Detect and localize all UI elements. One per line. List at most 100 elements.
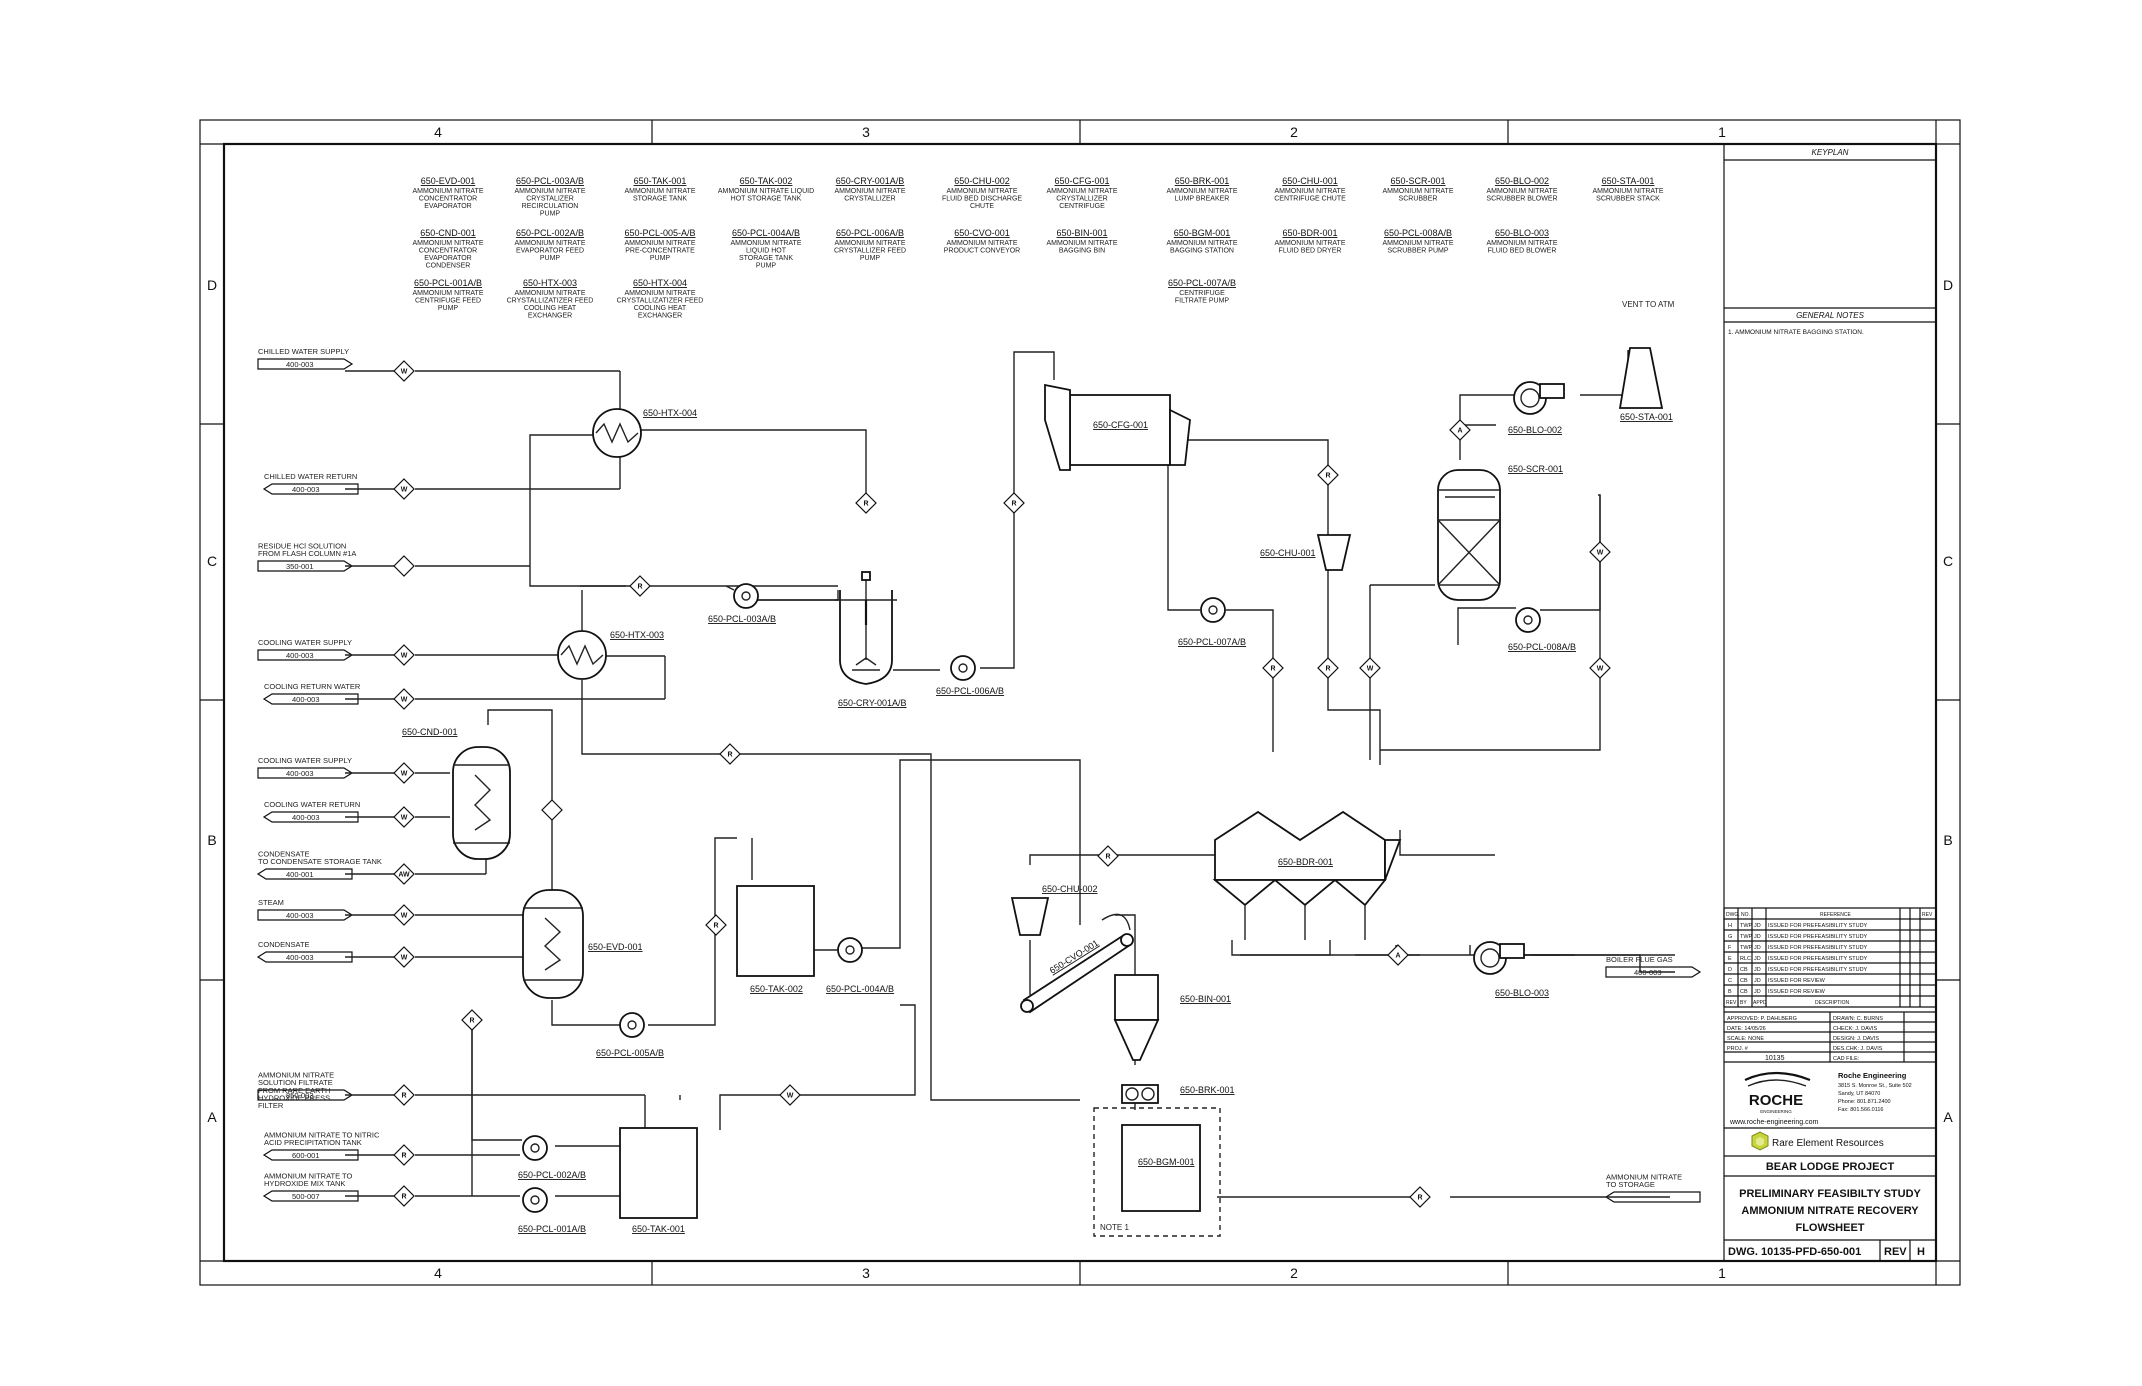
equipment-list-tag: 650-BLO-003 [1495,228,1549,238]
stream-label: FROM RARE EARTH [258,1086,330,1095]
equipment-list-desc: PUMP [860,255,881,262]
diamond-letter: R [401,1153,406,1160]
equipment-list-desc: CRYSTALLIZER [1056,196,1107,203]
zone-col-2-top: 2 [1290,124,1298,140]
rev-description: ISSUED FOR PREFEASIBILITY STUDY [1768,934,1868,940]
rev-appd: JD [1754,934,1761,940]
zone-row-A-right: A [1943,1109,1953,1125]
pumps [522,583,1541,1213]
zone-labels: 4 3 2 1 4 3 2 1 D C B A D C B A [207,124,1953,1281]
stream-label: COOLING WATER RETURN [264,800,360,809]
pump-pcl-001 [522,1187,548,1213]
diamond-letter: R [1270,666,1275,673]
tag-pcl-005: 650-PCL-005A/B [596,1048,664,1058]
equipment-list-tag: 650-CVO-001 [954,228,1010,238]
equipment-list-tag: 650-CHU-002 [954,176,1010,186]
equipment-list-tag: 650-CND-001 [420,228,476,238]
address-line-3: Phone: 801.871.2400 [1838,1099,1891,1105]
diamond-letter: A [1395,953,1400,960]
des-chk-field: DES.CHK: J. DAVIS [1833,1046,1883,1052]
chute-chu-002 [1010,897,1050,936]
equipment-list-tag: 650-BRK-001 [1175,176,1230,186]
rev-appd: JD [1754,978,1761,984]
stream-flag-box [257,1089,354,1101]
tag-bin-001: 650-BIN-001 [1180,994,1231,1004]
rev-header-ref: REFERENCE [1820,912,1852,918]
equipment-list-desc: AMMONIUM NITRATE [1486,240,1557,247]
rev-appd: JD [1754,989,1761,995]
rev-description: ISSUED FOR PREFEASIBILITY STUDY [1768,967,1868,973]
diamond-letter: R [713,923,718,930]
equipment-list-desc: AMMONIUM NITRATE [624,188,695,195]
tag-sta-001: 650-STA-001 [1620,412,1673,422]
equipment-list-tag: 650-PCL-004A/B [732,228,800,238]
equipment-list-tag: 650-PCL-006A/B [836,228,904,238]
tag-scr-001: 650-SCR-001 [1508,464,1563,474]
stream-diamond: R [1317,464,1339,486]
equipment-list-tag: 650-BGM-001 [1174,228,1231,238]
stream-diamond: W [393,806,415,828]
zone-row-A-left: A [207,1109,217,1125]
equipment-list-desc: AMMONIUM NITRATE [1046,188,1117,195]
chute-chu-001 [1316,534,1352,571]
diamond-letter: R [401,1093,406,1100]
equipment-list-tag: 650-CFG-001 [1054,176,1109,186]
stream-diamond: W [1359,657,1381,679]
stream-ref: 400-003 [286,651,314,660]
equipment-list-desc: CRYSTALIZER [526,196,574,203]
equipment-list-desc: AMMONIUM NITRATE [1382,240,1453,247]
stream-ref: 850-003 [286,1091,314,1100]
tag-pcl-006: 650-PCL-006A/B [936,686,1004,696]
equipment-list-desc: EVAPORATOR [424,203,471,210]
stream-diamond: W [393,762,415,784]
equipment-list-tag: 650-CHU-001 [1282,176,1338,186]
pump-pcl-008 [1515,607,1541,633]
stream-ref: 400-003 [286,911,314,920]
date-field: DATE: 14/05/26 [1727,1026,1766,1032]
drawing-number: DWG. 10135-PFD-650-001 [1728,1246,1861,1258]
equipment-list-desc: AMMONIUM NITRATE [834,240,905,247]
company-name: Roche Engineering [1838,1071,1907,1080]
equipment-list-desc: FLUID BED DISCHARGE [942,196,1022,203]
equipment-list-desc: CENTRIFUGE [1059,203,1105,210]
tag-blo-003: 650-BLO-003 [1495,988,1549,998]
equipment-list-desc: PRODUCT CONVEYOR [944,248,1021,255]
stream-diamond: W [1589,541,1611,563]
centrifuge-cfg-001 [1044,383,1191,471]
diamond-letter: W [401,487,408,494]
diamond-letter: R [637,584,642,591]
zone-col-1-top: 1 [1718,124,1726,140]
zone-row-D-left: D [207,277,217,293]
rev-letter: F [1728,945,1732,951]
diamond-letter: R [1325,666,1330,673]
equipment-list-desc: FLUID BED DRYER [1279,248,1342,255]
rev-letter: B [1728,989,1732,995]
tag-tak-002: 650-TAK-002 [750,984,803,994]
equipment-list-desc: CENTRIFUGE [1179,290,1225,297]
equipment-list-desc: PUMP [756,263,777,270]
stream-flag-box [257,909,354,921]
stream-label: COOLING RETURN WATER [264,682,361,691]
proj-number: 10135 [1765,1055,1785,1062]
diamond-letter: AW [398,872,410,879]
stream-diamond: R [1003,492,1025,514]
equipment-list-desc: EVAPORATOR [424,255,471,262]
tag-blo-002: 650-BLO-002 [1508,425,1562,435]
equipment-list-desc: CRYSTALLIZER [844,196,895,203]
scale-field: SCALE: NONE [1727,1036,1764,1042]
equipment-list-tag: 650-EVD-001 [421,176,476,186]
equipment-list-tag: 650-PCL-005-A/B [624,228,695,238]
stream-diamond: R [461,1009,483,1031]
stream-label: HYDROXIDE PRESS [258,1094,330,1103]
rev-description: ISSUED FOR PREFEASIBILITY STUDY [1768,923,1868,929]
stream-label: COOLING WATER SUPPLY [258,756,352,765]
address-line-4: Fax: 801.566.0116 [1838,1107,1883,1113]
equipment-list-desc: SCRUBBER STACK [1596,196,1660,203]
